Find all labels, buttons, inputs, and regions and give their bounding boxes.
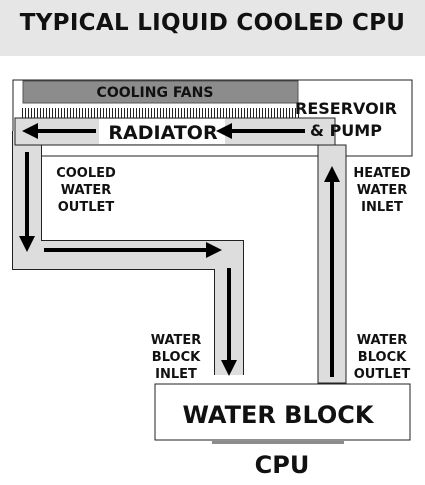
inlet-down-arrowhead [221,360,237,376]
diagram-title: TYPICAL LIQUID COOLED CPU [19,10,406,36]
radiator-mid-arrowhead [216,123,232,139]
cooled-down-arrowhead [19,236,35,252]
title-bar [0,0,425,56]
cooled-label-line3: OUTLET [58,200,115,215]
cpu-label: CPU [255,451,310,479]
horizontal-right-arrowhead [206,242,222,258]
reservoir-label-line1: RESERVOIR [295,99,397,118]
heated-label-line1: HEATED [353,166,411,181]
radiator-label-bg [99,119,225,144]
wb-inlet-label-line3: INLET [155,367,197,382]
reservoir-label-line2: & PUMP [310,121,382,140]
heated-label-line3: INLET [361,200,403,215]
flow-arrows [25,129,334,377]
cooling-fans-label: COOLING FANS [97,85,214,101]
cooled-label-line1: COOLED [56,166,116,181]
wb-outlet-label-line2: BLOCK [358,350,407,365]
radiator-label: RADIATOR [108,122,218,144]
water-block-label: WATER BLOCK [182,401,374,429]
water-block [154,383,411,441]
heated-label-line2: WATER [357,183,408,198]
radiator-left-arrowhead [22,123,38,139]
cooling-fans-bar [22,80,299,104]
cooled-label-line2: WATER [61,183,112,198]
arrow-heads [19,123,340,376]
wb-inlet-label-line2: BLOCK [152,350,201,365]
cpu-chip [212,441,344,444]
wb-outlet-label-line1: WATER [357,333,408,348]
outlet-up-arrowhead [324,166,340,182]
wb-inlet-label-line1: WATER [151,333,202,348]
wb-outlet-label-line3: OUTLET [354,367,411,382]
